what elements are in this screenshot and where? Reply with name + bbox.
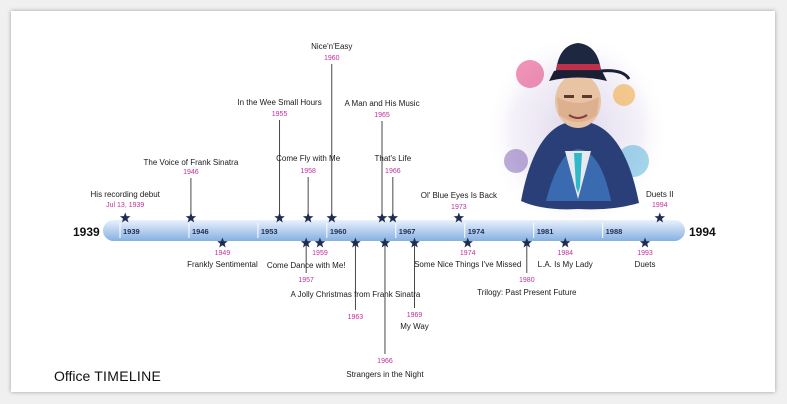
brand-logo: Office TIMELINE [54,368,161,384]
event-date: 1993 [637,250,653,257]
event-date: 1965 [374,112,390,119]
end-year-label: 1994 [689,225,716,239]
event-star-icon [409,237,420,248]
brand-prefix: Office [54,368,91,384]
event-title: Duets II [646,190,674,199]
tick-label: 1946 [192,227,209,236]
event-title: My Way [400,322,429,331]
event-title: Nice'n'Easy [311,42,352,51]
event-star-icon [314,237,326,248]
event-star-icon [654,212,666,223]
tick-label: 1988 [606,227,623,236]
event-date: 1966 [385,168,401,175]
event-date: 1958 [300,168,316,175]
event-title: L.A. Is My Lady [538,260,593,269]
event-title: The Voice of Frank Sinatra [144,158,239,167]
event-title: Come Dance with Me! [267,261,346,270]
tick-label: 1960 [330,227,347,236]
event-star-icon [302,212,314,223]
start-year-label: 1939 [73,225,100,239]
event-title: Some Nice Things I've Missed [414,260,521,269]
event-star-icon [387,212,399,223]
portrait-illustration [485,33,669,229]
event-title: A Jolly Christmas from Frank Sinatra [291,290,421,299]
timeline-graphic: 1939 1946 1953 1960 1967 1974 1981 1988 His rec… [73,33,716,379]
event-title: 1959 [312,250,328,257]
event-title: Duets [635,260,656,269]
tick-label: 1981 [537,227,554,236]
event-date: Jul 13, 1939 [106,202,144,209]
event-date: 1984 [557,250,573,257]
event-date: 1974 [460,250,476,257]
event-date: 1946 [183,169,199,176]
event-star-icon [521,237,533,248]
event-date: 1969 [407,312,423,319]
event-star-icon [379,237,391,248]
event-date: 1955 [272,111,288,118]
event-date: 1980 [519,277,535,284]
event-star-icon [462,237,473,248]
brand-name: TIMELINE [94,368,162,384]
event-title: That's Life [375,154,412,163]
event-star-icon [185,212,197,223]
event-title: In the Wee Small Hours [237,98,321,107]
event-title: Trilogy: Past Present Future [477,288,577,297]
tick-label: 1974 [468,227,486,236]
event-title: Strangers in the Night [346,370,424,379]
event-star-icon [559,237,571,248]
event-star-icon [300,237,312,248]
event-star-icon [217,237,228,248]
event-star-icon [350,237,361,248]
event-title: His recording debut [91,190,161,199]
event-date: 1949 [215,250,231,257]
event-title: Ol' Blue Eyes Is Back [421,191,498,200]
event-date: 1957 [298,277,314,284]
timeline-bar [103,220,685,241]
event-date: 1963 [348,314,364,321]
event-title: Come Fly with Me [276,154,341,163]
event-star-icon [639,237,651,248]
tick-label: 1953 [261,227,278,236]
event-title: Frankly Sentimental [187,260,258,269]
tick-label: 1967 [399,227,416,236]
event-date: 1994 [652,202,668,209]
event-star-icon [274,212,285,223]
event-title: A Man and His Music [344,99,419,108]
event-date: 1973 [451,204,467,211]
event-star-icon [376,212,388,223]
event-star-icon [119,212,131,223]
tick-label: 1939 [123,227,140,236]
event-date: 1966 [377,358,393,365]
timeline-card: 1939 1946 1953 1960 1967 1974 1981 1988 His rec… [11,11,775,392]
event-star-icon [453,212,465,223]
event-star-icon [326,212,338,223]
event-date: 1960 [324,55,340,62]
